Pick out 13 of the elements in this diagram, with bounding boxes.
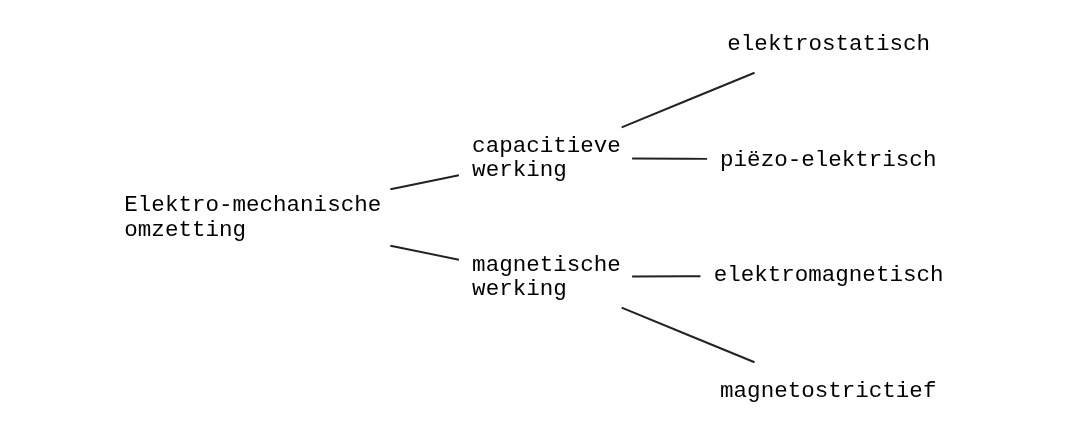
connector <box>620 71 756 129</box>
connector <box>631 157 709 160</box>
node-text: elektromagnetisch <box>713 262 944 289</box>
connector <box>389 244 460 261</box>
connector <box>620 306 756 364</box>
connector <box>631 275 702 278</box>
node-text: magnetische werking <box>472 251 621 303</box>
node-text: piëzo-elektrisch <box>720 146 937 173</box>
connector <box>389 174 460 191</box>
node-text: magnetostrictief <box>720 378 937 405</box>
node-text: capacitieve werking <box>472 132 621 183</box>
node-text: Elektro-mechanische omzetting <box>124 192 382 243</box>
node-text: elektrostatisch <box>727 30 931 57</box>
